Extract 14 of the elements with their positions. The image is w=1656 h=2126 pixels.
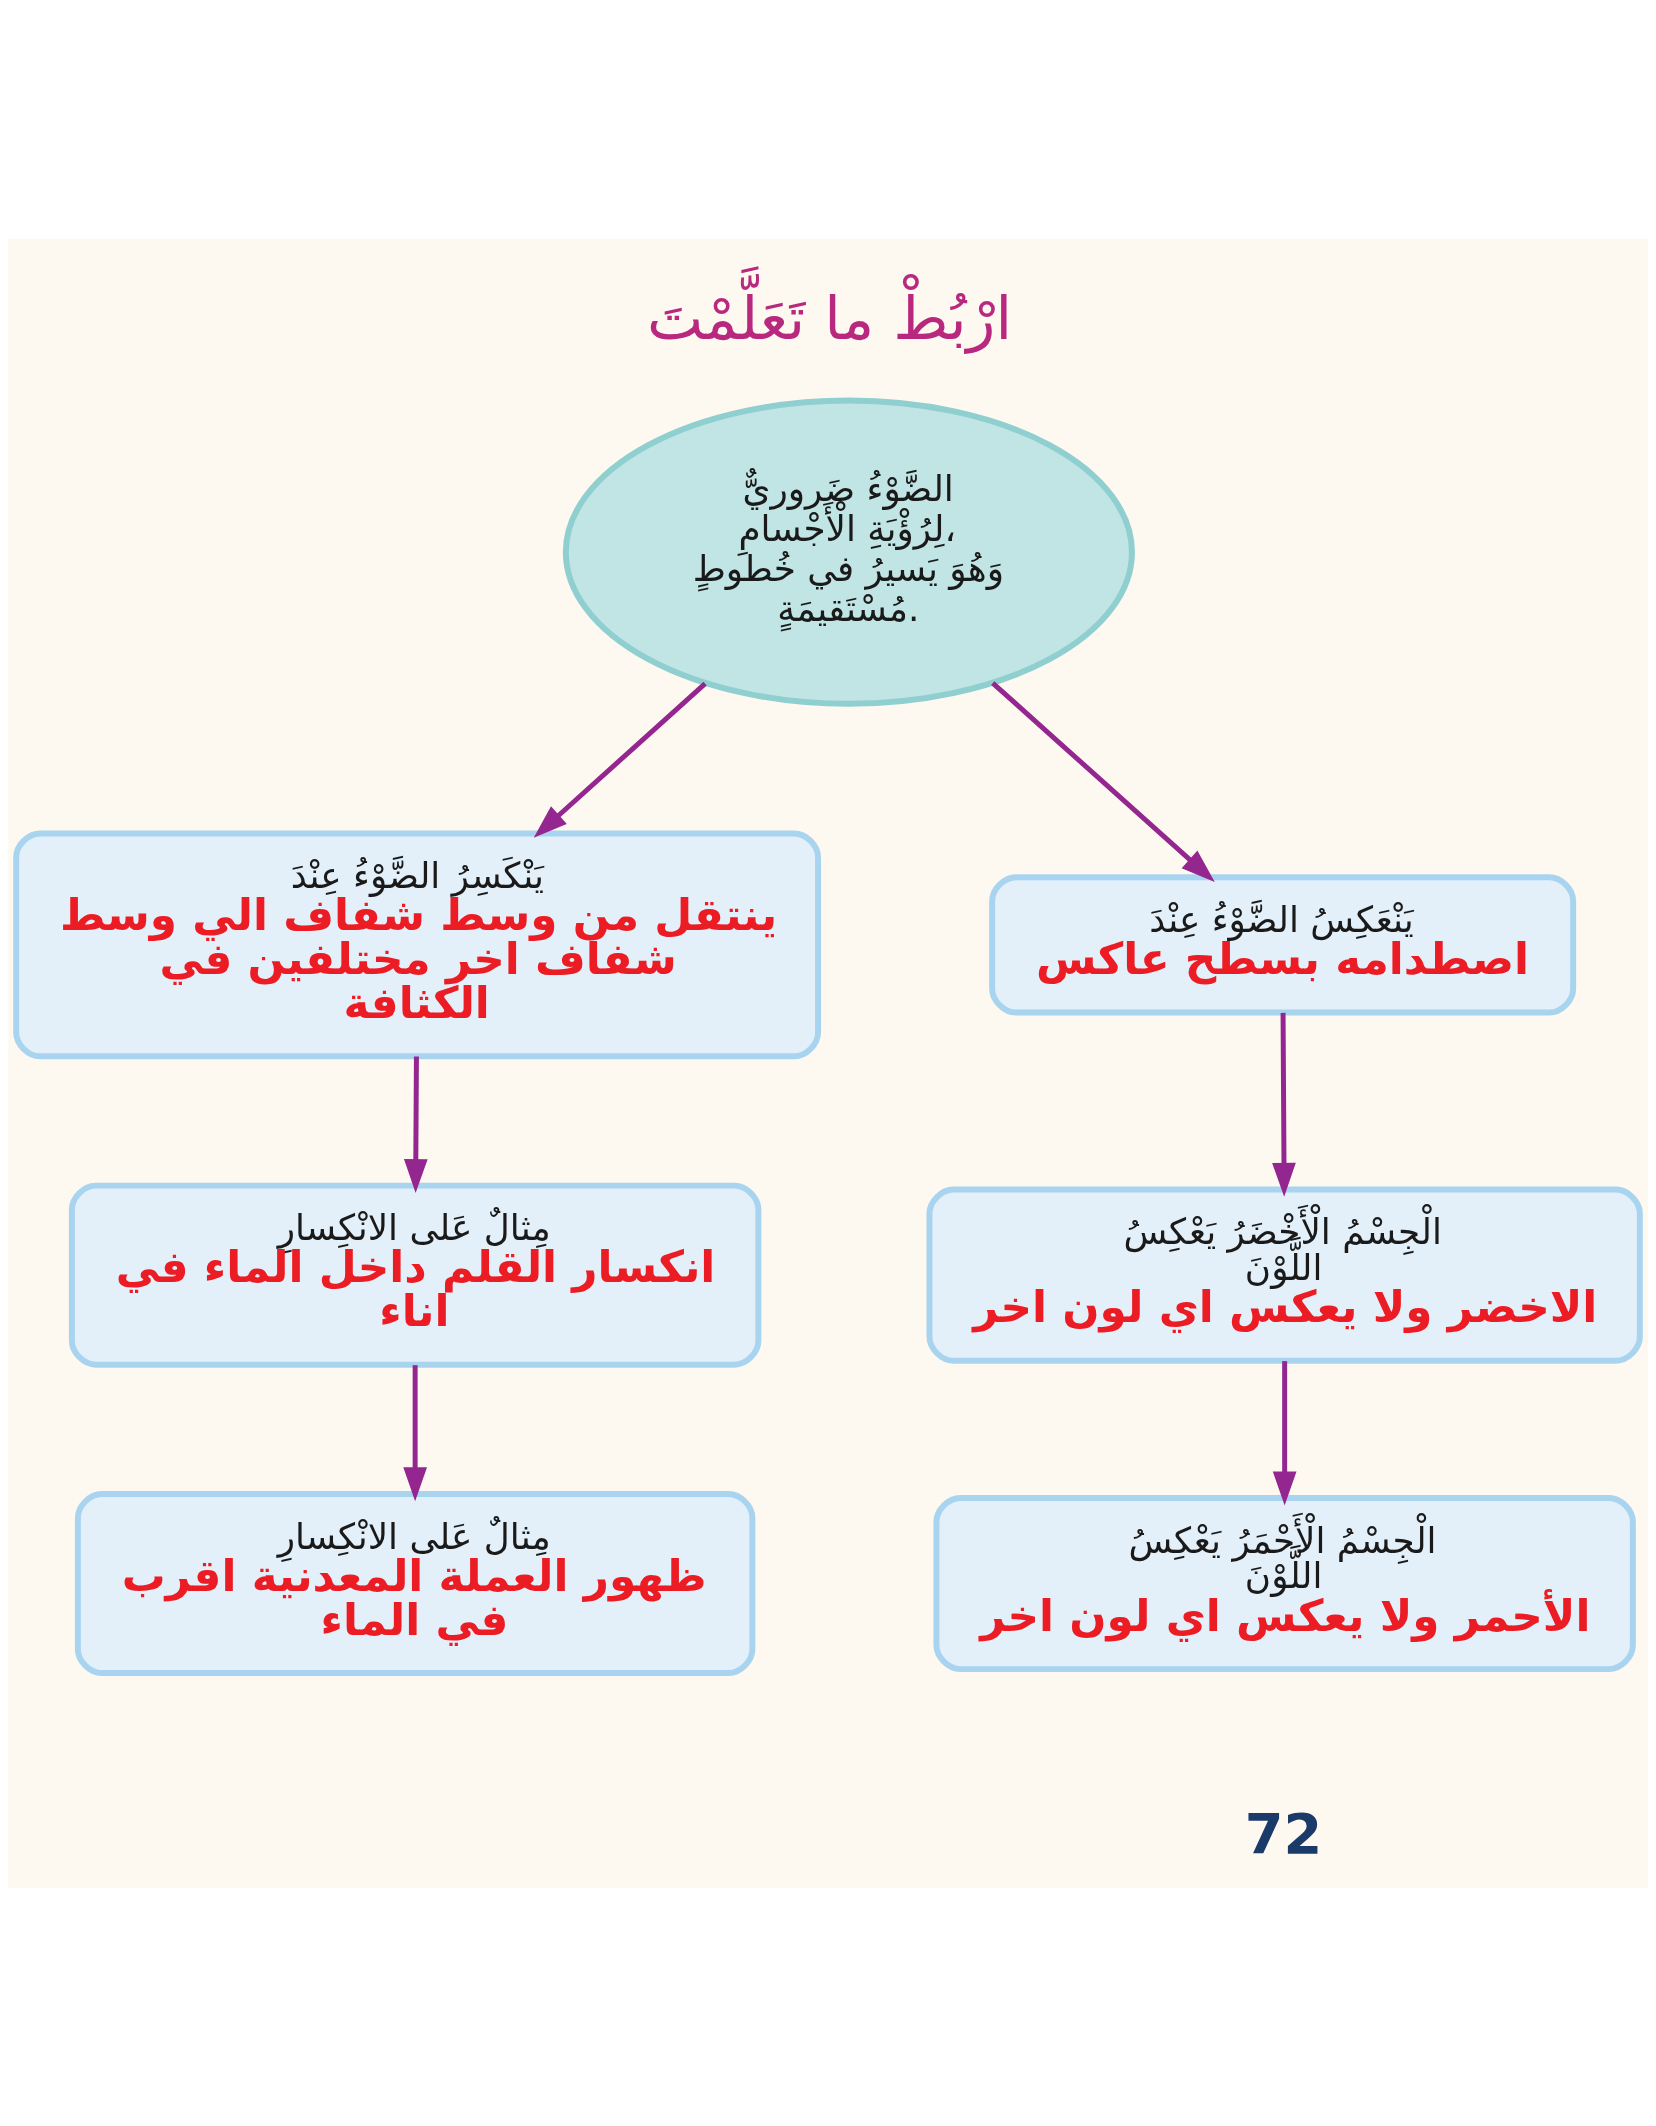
node-box: الْجِسْمُ الْأَحْمَرُ يَعْكِسُ اللَّوْنَ الأحمر ولا يعكس اي لون اخر (933, 1494, 1636, 1672)
arrow (533, 681, 707, 838)
node-box: مِثالٌ عَلى الانْكِسارِ انكسار القلم داخل الماء في اناء (68, 1182, 762, 1368)
label: 72 (1244, 1800, 1323, 1866)
node-box: يَنْعَكِسُ الضَّوْءُ عِنْدَ اصطدامه بسطح عاكس (989, 873, 1577, 1015)
node-ellipse: الضَّوْءُ ضَروريٌّ لِرُؤْيَةِ الْأَجْسامِ، وَهُوَ يَسيرُ في خُطوطٍ مُسْتَقيمَةٍ. (562, 396, 1135, 707)
arrow (403, 1055, 428, 1193)
arrow (1272, 1360, 1297, 1505)
arrow (1272, 1012, 1296, 1197)
arrow (991, 680, 1215, 882)
arrow (403, 1364, 427, 1501)
node-box: مِثالٌ عَلى الانْكِسارِ ظهور العملة المعدنية اقرب في الماء (74, 1490, 756, 1676)
node-box: يَنْكَسِرُ الضَّوْءُ عِنْدَ ينتقل من وسط شفاف الي وسط شفاف اخر مختلفين في الكثافة (13, 829, 822, 1059)
node-box: الْجِسْمُ الْأَخْضَرُ يَعْكِسُ اللَّوْنَ الاخضر ولا يعكس اي لون اخر (926, 1186, 1643, 1364)
